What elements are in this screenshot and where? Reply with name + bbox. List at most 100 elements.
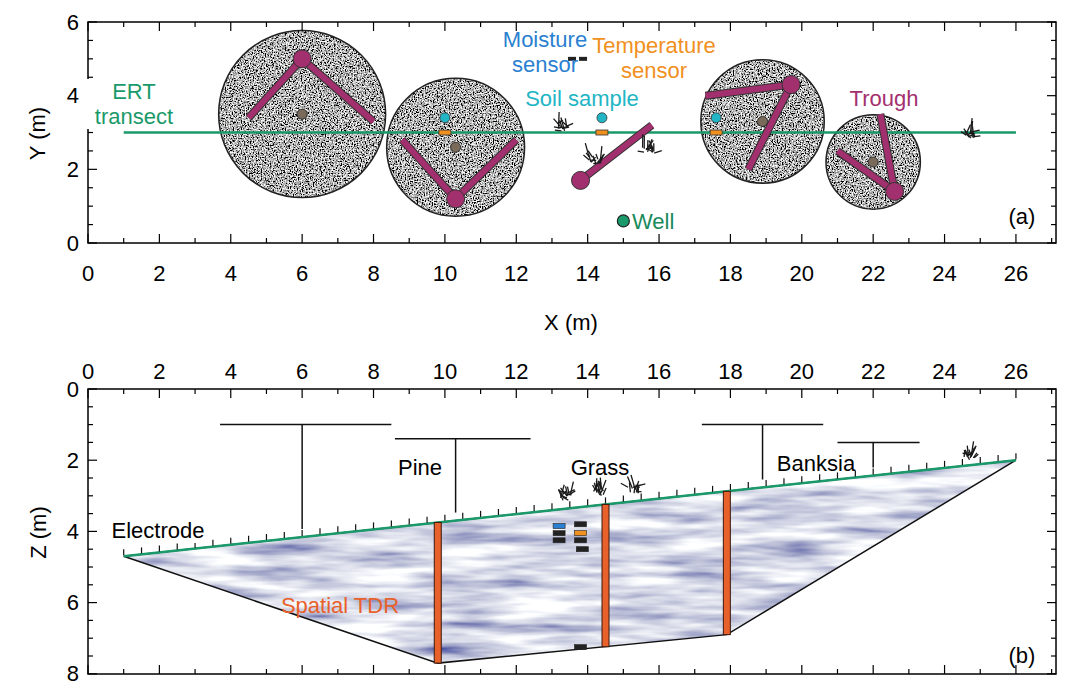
tick (480, 238, 481, 243)
tick (658, 22, 659, 31)
tree-stem (301, 425, 303, 529)
tick (658, 389, 659, 398)
tick (373, 22, 374, 31)
tree-stem (455, 439, 457, 513)
tick (302, 234, 303, 243)
tick (873, 234, 874, 243)
ground-surface (124, 460, 1016, 556)
tick-label: 14 (575, 261, 599, 286)
drawing-part (566, 123, 573, 126)
tick (1051, 113, 1056, 114)
electrode (480, 511, 481, 517)
tick (766, 389, 767, 394)
tick (373, 234, 374, 243)
grass-shrub (558, 482, 575, 501)
tick (1051, 495, 1056, 496)
tick (266, 669, 267, 674)
tick (230, 389, 231, 398)
trough-outlet (886, 182, 904, 200)
tick (730, 665, 731, 674)
drawing-part (88, 0, 1058, 245)
tick (873, 389, 874, 398)
tick (766, 238, 767, 243)
tick-label: 6 (67, 590, 79, 615)
electrode (766, 480, 767, 486)
axis-title: Y (m) (26, 106, 51, 159)
electrode (159, 545, 160, 551)
tick (409, 22, 410, 27)
tick (1051, 620, 1056, 621)
buried-sensor (575, 531, 587, 536)
tree-trunk (868, 157, 878, 167)
tick (551, 238, 552, 243)
tick (88, 77, 93, 78)
transect-label: ERT transect (85, 79, 184, 129)
tick (194, 669, 195, 674)
tick (551, 669, 552, 674)
electrode (337, 526, 338, 532)
axis-title: Z (m) (26, 506, 51, 559)
electrode (730, 484, 731, 490)
section-outline (124, 460, 1016, 663)
tick (658, 234, 659, 243)
tick (908, 22, 909, 27)
tree-canopy (219, 31, 386, 198)
tick (873, 665, 874, 674)
drawing-part (600, 154, 603, 163)
tick (88, 566, 93, 567)
drawing-part (88, 440, 1058, 680)
tick (980, 389, 981, 394)
tick (302, 665, 303, 674)
electrode (605, 497, 606, 503)
electrode (1015, 453, 1016, 459)
drawing-part (603, 488, 606, 495)
electrode (123, 549, 124, 555)
axis-frame (88, 389, 1056, 674)
trough (402, 140, 516, 199)
vegetation-label: Grass (571, 455, 630, 480)
drawing-part (554, 127, 561, 128)
soil-sample-point (440, 113, 450, 123)
electrode (551, 503, 552, 509)
tick-label: 0 (67, 231, 79, 256)
drawing-part (563, 497, 568, 500)
tree-canopy (701, 60, 824, 183)
drawing-part (555, 129, 562, 131)
tick (87, 665, 88, 674)
tick (88, 477, 93, 478)
electrode (623, 495, 624, 501)
tick-label: 10 (433, 261, 457, 286)
tick (88, 549, 93, 550)
tick (658, 665, 659, 674)
tick (980, 669, 981, 674)
trough-outlet (782, 76, 800, 94)
tick (873, 22, 874, 31)
sample-label: Soil sample (525, 86, 639, 111)
electrode (319, 528, 320, 534)
tick-label: 8 (367, 261, 379, 286)
panel-letter: (a) (1009, 204, 1036, 229)
axis-title: X (m) (544, 310, 598, 335)
tick (908, 238, 909, 243)
tick (516, 665, 517, 674)
drawing-part (633, 487, 635, 493)
electrode (676, 490, 677, 496)
tick (623, 669, 624, 674)
tick (694, 389, 695, 394)
drawing-part (633, 485, 640, 487)
tick (837, 389, 838, 394)
tree-trunk (451, 142, 461, 152)
tick (1047, 531, 1056, 532)
electrode (230, 538, 231, 544)
trough (837, 114, 894, 191)
tick (1051, 238, 1052, 243)
tick (1047, 95, 1056, 96)
vegetation-label: Pine (398, 455, 442, 480)
electrode (873, 469, 874, 475)
drawing-part (638, 485, 639, 493)
tick (623, 238, 624, 243)
drawing-part (638, 151, 644, 152)
electrode (748, 482, 749, 488)
drawing-part (601, 480, 606, 493)
tick (480, 22, 481, 27)
